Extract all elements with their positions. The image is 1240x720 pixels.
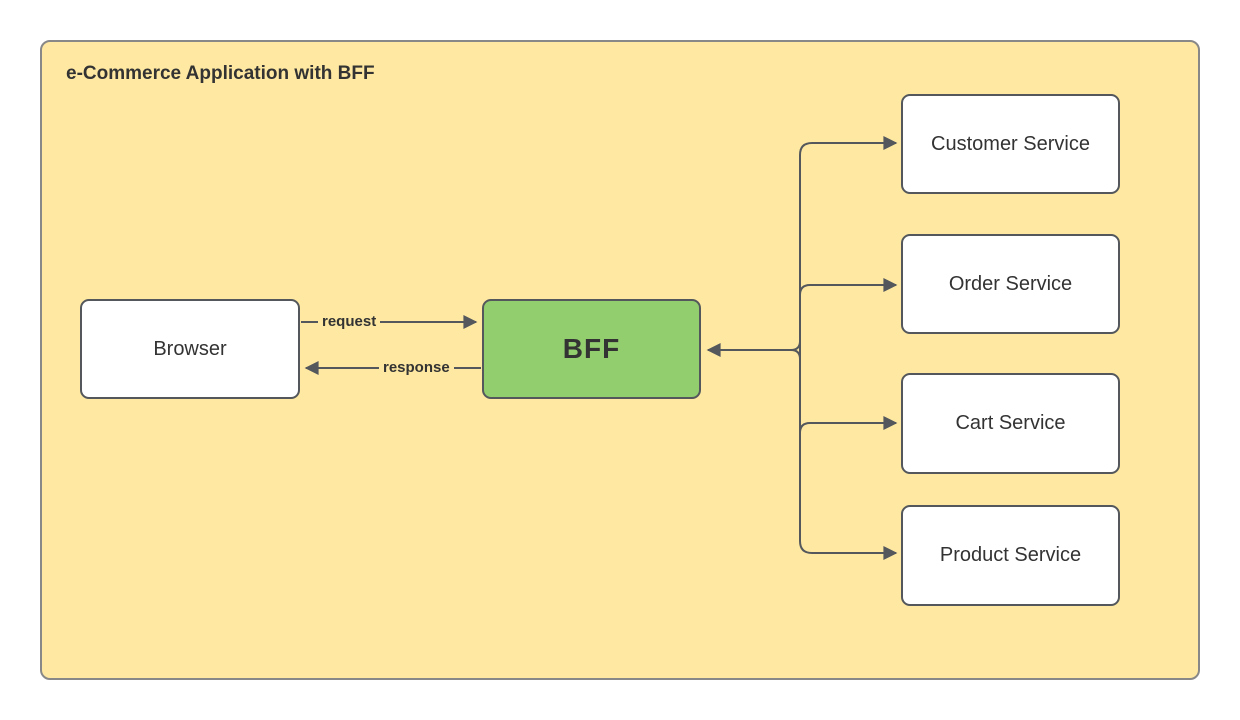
node-order-service: Order Service [901, 234, 1120, 334]
edge-label-response: response [379, 359, 454, 377]
node-customer-service-label: Customer Service [931, 132, 1090, 155]
node-product-service: Product Service [901, 505, 1120, 606]
node-browser-label: Browser [153, 337, 227, 360]
edge-label-request: request [318, 313, 381, 331]
node-customer-service: Customer Service [901, 94, 1120, 194]
edge-to-order-service [799, 278, 898, 296]
node-cart-service-label: Cart Service [955, 412, 1066, 434]
node-product-service-label: Product Service [939, 544, 1082, 566]
diagram-title: e-Commerce Application with BFF [66, 63, 375, 84]
node-bff: BFF [482, 299, 701, 399]
node-browser: Browser [80, 299, 300, 399]
node-order-service-label: Order Service [948, 272, 1073, 295]
edge-to-cart-service [799, 416, 898, 434]
edge-trunk-customer-product [799, 136, 898, 560]
node-cart-service: Cart Service [901, 373, 1120, 474]
edge-trunk-fillet-top [790, 340, 801, 351]
edge-trunk-fillet-bottom [790, 349, 801, 360]
node-bff-label: BFF [562, 333, 621, 364]
